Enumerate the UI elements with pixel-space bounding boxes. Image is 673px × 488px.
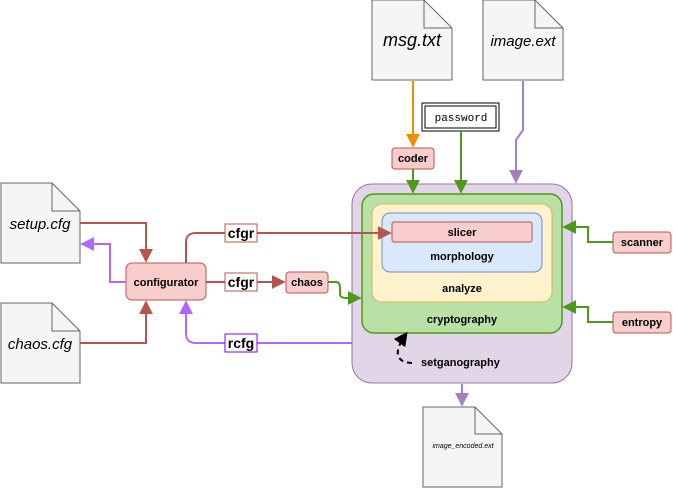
setup-file-label: setup.cfg [10,216,72,233]
edge-configurator-to-setup [80,237,126,283]
setganography-label: setganography [421,357,501,369]
rcfg-label: rcfg [228,335,254,351]
cfgr-top-label: cfgr [228,225,255,241]
configurator-label: configurator [134,277,199,289]
slicer-box [391,221,533,243]
edge-chaoscfg-to-configurator [80,300,153,344]
setganography-dashed-arrow [393,331,413,364]
encoded-file-shape [422,406,503,488]
cfgr-top-label-box [224,223,258,243]
chaos-label: chaos [291,277,323,289]
setup-file-shape [0,182,81,264]
edge-scanner-to-analyze [562,220,613,243]
setup-file-fold [51,183,80,212]
edge-chaos-to-cryptography [328,281,362,305]
edge-image-to-container [509,81,524,184]
slicer-label: slicer [448,227,477,239]
encoded-file-label: image_encoded.ext [432,443,494,450]
chaos-file-shape [0,302,81,384]
msg-file-fold [423,0,452,29]
password-label: password [435,113,488,125]
chaos-file-fold [51,303,80,332]
coder-label: coder [398,153,429,165]
image-file-fold [534,0,563,29]
rcfg-label-box [224,333,258,353]
cfgr-mid-label: cfgr [228,274,255,290]
edge-setup-to-configurator [80,222,153,263]
entropy-label: entropy [622,317,663,329]
edge-container-to-configurator [179,300,352,344]
analyze-label: analyze [442,283,482,295]
encoded-file-fold [474,407,502,435]
edge-entropy-to-analyze [562,300,613,323]
chaos-file-label: chaos.cfg [8,336,73,353]
image-file-shape [482,0,564,81]
msg-file-label: msg.txt [383,30,442,50]
image-file-label: image.ext [490,33,556,50]
scanner-label: scanner [621,237,664,249]
edge-configurator-to-slicer [185,226,392,263]
cryptography-label: cryptography [427,314,498,326]
msg-file-shape [371,0,453,81]
morphology-label: morphology [430,251,494,263]
password-box-inner [424,105,497,129]
cfgr-mid-label-box [224,272,258,292]
